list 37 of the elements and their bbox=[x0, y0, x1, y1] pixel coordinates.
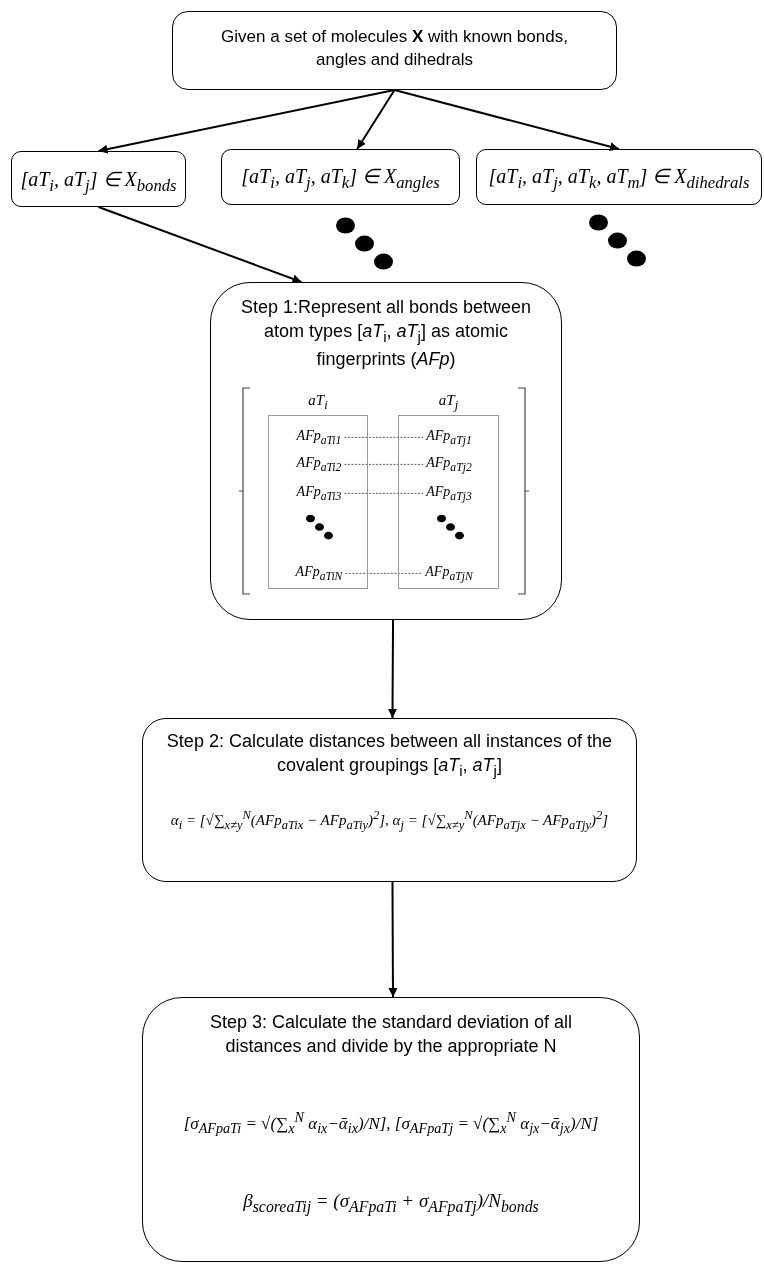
box-text: Given a set of molecules X with known bonds, angles and dihedrals bbox=[220, 26, 569, 71]
box-text: Step 3: Calculate the standard deviation of all distances and divide by the appropriate N bbox=[208, 1011, 574, 1059]
fingerprint-term: AFp$_{aTi2}$ bbox=[296, 455, 342, 474]
arrow bbox=[388, 881, 398, 998]
box-text: [aT$_{i}$, aT$_{j}$, aT$_{k}$, aT$_{m}$] ∈ X$_{dihedrals}$ bbox=[487, 164, 751, 194]
box-text: [aT$_{i}$, aT$_{j}$, aT$_{k}$] ∈ X$_{angles}$ bbox=[240, 164, 441, 194]
fingerprint-term: AFp$_{aTiN}$ bbox=[295, 564, 343, 583]
formula: β$_{scoreaTij}$ = (σ$_{AFpaTi}$ + σ$_{AFpaTj}$)/N$_{bonds}$ bbox=[242, 1189, 540, 1218]
connector-line bbox=[344, 437, 424, 438]
box-text: [aT$_{i}$, aT$_{j}$] ∈ X$_{bonds}$ bbox=[19, 167, 178, 197]
fingerprint-term: AFp$_{aTi3}$ bbox=[296, 484, 342, 503]
fingerprint-term: AFp$_{aTj2}$ bbox=[426, 455, 472, 474]
formula: [σ$_{AFpaTi}$ = √(∑$_{x}$$^{N}$ α$_{ix}$−ᾱ$_{ix}$)/N], [σ$_{AFpaTj}$ = √(∑$_{x}$$^{N}$ α$_{jx}$−ᾱ$_{jx}$)/N] bbox=[182, 1108, 600, 1139]
start-box bbox=[172, 11, 617, 90]
fingerprint-term: AFp$_{aTj3}$ bbox=[426, 484, 472, 503]
column-heading: aT$_{i}$ bbox=[307, 391, 329, 414]
column-heading: aT$_{j}$ bbox=[437, 391, 460, 414]
box-text: Step 1:Represent all bonds between atom types [aT$_{i}$, aT$_{j}$] as atomic fingerprints (AFp) bbox=[239, 296, 533, 372]
formula: α$_{i}$ = [√∑$_{x≠y}$$^{N}$(AFp$_{aTix}$ − AFp$_{aTiy}$)$^{2}$], α$_{j}$ = [√∑$_{x≠y}$$^{N}$(AFp$_{aTjx}$ − AFp$_{aTjy}$)$^{2}$] bbox=[169, 807, 610, 834]
box-text: Step 2: Calculate distances between all instances of the covalent groupings [aT$_{i}$, aT$_{j}$] bbox=[165, 730, 614, 781]
connector-line bbox=[345, 573, 423, 574]
step-box bbox=[142, 997, 640, 1262]
category-box bbox=[11, 151, 186, 207]
connector-line bbox=[344, 464, 424, 465]
connector-line bbox=[344, 493, 424, 494]
category-box bbox=[221, 149, 460, 205]
category-box bbox=[476, 149, 762, 205]
arrow bbox=[356, 89, 396, 150]
fingerprint-term: AFp$_{aTi1}$ bbox=[296, 428, 342, 447]
fingerprint-term: AFp$_{aTjN}$ bbox=[425, 564, 473, 583]
arrow bbox=[388, 619, 397, 719]
arrow bbox=[97, 206, 303, 284]
step-box bbox=[142, 718, 637, 882]
step-box bbox=[210, 282, 562, 620]
fingerprint-term: AFp$_{aTj1}$ bbox=[426, 428, 472, 447]
arrow bbox=[393, 89, 620, 152]
arrow bbox=[97, 89, 396, 154]
